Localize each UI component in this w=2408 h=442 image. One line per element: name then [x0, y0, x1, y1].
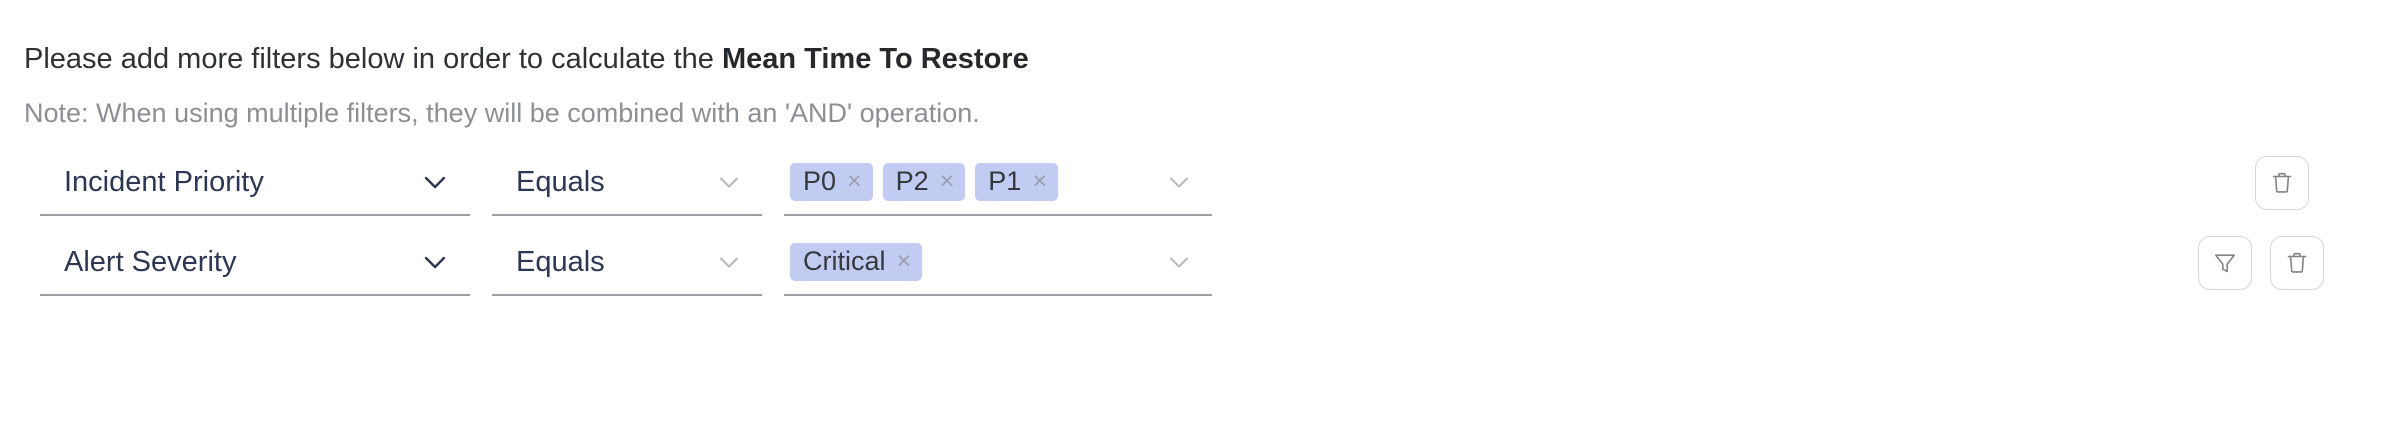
delete-filter-button[interactable]	[2255, 156, 2309, 210]
filter-attribute-select[interactable]: Alert Severity	[40, 230, 470, 296]
value-chip-label: P0	[803, 166, 837, 196]
chevron-down-icon[interactable]	[418, 165, 452, 199]
close-icon[interactable]: ×	[896, 247, 912, 275]
add-filter-button[interactable]	[2198, 236, 2252, 290]
filter-row-actions	[2255, 150, 2309, 216]
trash-icon	[2284, 250, 2310, 276]
filter-value-chips: Critical ×	[790, 243, 923, 281]
filter-operator-value: Equals	[516, 245, 605, 278]
value-chip-label: Critical	[803, 246, 886, 276]
delete-filter-button[interactable]	[2270, 236, 2324, 290]
value-chip[interactable]: P0 ×	[790, 163, 873, 201]
filter-operator-value: Equals	[516, 165, 605, 198]
close-icon[interactable]: ×	[847, 167, 862, 195]
note-text: Note: When using multiple filters, they …	[24, 98, 980, 128]
chevron-down-icon[interactable]	[714, 247, 744, 277]
funnel-icon	[2212, 250, 2238, 276]
close-icon[interactable]: ×	[939, 167, 955, 195]
filter-row: Incident Priority Equals P0 ×	[0, 150, 2408, 230]
instruction-prefix: Please add more filters below in order t…	[24, 43, 722, 75]
chevron-down-icon[interactable]	[1164, 247, 1194, 277]
chevron-down-icon[interactable]	[418, 245, 452, 279]
filter-row: Alert Severity Equals Critical ×	[0, 230, 2408, 310]
filter-row-actions	[2198, 230, 2324, 296]
filter-attribute-select[interactable]: Incident Priority	[40, 150, 470, 216]
filter-value-select[interactable]: Critical ×	[784, 230, 1212, 296]
chevron-down-icon[interactable]	[714, 167, 744, 197]
filter-value-select[interactable]: P0 × P2 × P1 ×	[784, 150, 1212, 216]
chevron-down-icon[interactable]	[1164, 167, 1194, 197]
filter-attribute-value: Alert Severity	[64, 245, 237, 278]
close-icon[interactable]: ×	[1032, 167, 1047, 195]
filter-operator-select[interactable]: Equals	[492, 230, 762, 296]
filter-value-chips: P0 × P2 × P1 ×	[790, 163, 1058, 201]
value-chip[interactable]: P1 ×	[975, 163, 1058, 201]
trash-icon	[2269, 170, 2295, 196]
value-chip[interactable]: P2 ×	[882, 163, 966, 201]
filter-attribute-value: Incident Priority	[64, 165, 264, 198]
instruction-text: Please add more filters below in order t…	[24, 42, 1029, 76]
metric-name: Mean Time To Restore	[721, 43, 1029, 75]
value-chip-label: P2	[895, 166, 929, 196]
filter-operator-select[interactable]: Equals	[492, 150, 762, 216]
value-chip-label: P1	[988, 166, 1022, 196]
value-chip[interactable]: Critical ×	[790, 243, 923, 281]
